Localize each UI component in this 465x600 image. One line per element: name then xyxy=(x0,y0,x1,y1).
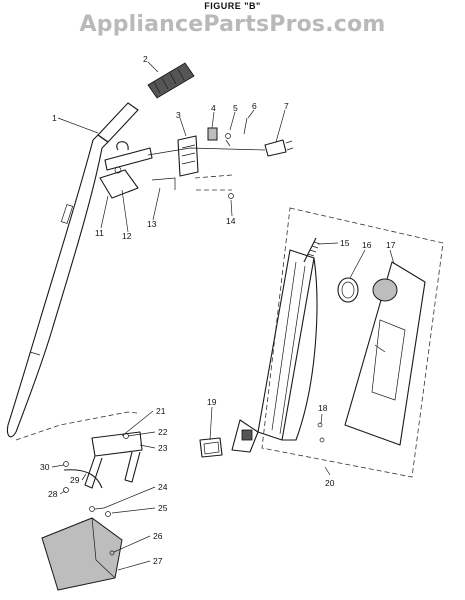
callout-2: 2 xyxy=(143,54,148,64)
screw-24 xyxy=(89,506,105,512)
callout-5: 5 xyxy=(233,103,238,113)
callout-14: 14 xyxy=(226,216,236,226)
cuff-19 xyxy=(199,437,223,458)
callout-18: 18 xyxy=(318,403,328,413)
callout-26: 26 xyxy=(153,531,163,541)
clip xyxy=(207,127,218,141)
pin-6 xyxy=(243,117,248,135)
callout-4: 4 xyxy=(211,103,216,113)
bag-assembly-outline xyxy=(261,207,444,478)
callout-20: 20 xyxy=(325,478,335,488)
callout-29: 29 xyxy=(70,475,80,485)
handle-bracket-23 xyxy=(84,431,143,489)
callout-25: 25 xyxy=(158,503,168,513)
screw-14 xyxy=(228,193,234,199)
callout-12: 12 xyxy=(122,231,132,241)
ring-16 xyxy=(337,277,359,303)
screw-5 xyxy=(225,133,231,147)
callout-19: 19 xyxy=(207,397,217,407)
bracket xyxy=(177,135,199,177)
callout-24: 24 xyxy=(158,482,168,492)
spring-15 xyxy=(303,237,321,263)
outer-bag xyxy=(231,249,318,453)
callout-6: 6 xyxy=(252,101,257,111)
wire-29 xyxy=(63,469,103,489)
screw-25 xyxy=(105,511,111,517)
callout-labels: 1 2 3 4 5 6 7 11 12 13 14 15 16 17 18 19… xyxy=(40,54,396,566)
callout-1: 1 xyxy=(52,113,57,123)
figure-title: FIGURE "B" xyxy=(204,1,261,11)
nozzle-cover-27 xyxy=(41,517,123,591)
handle-tube xyxy=(6,102,139,438)
inner-bag xyxy=(344,261,426,446)
cord-plug xyxy=(264,139,294,157)
lower-dashed-guide xyxy=(15,411,138,441)
screw-28 xyxy=(63,487,69,493)
callout-30: 30 xyxy=(40,462,50,472)
callout-28: 28 xyxy=(48,489,58,499)
callout-21: 21 xyxy=(156,406,166,416)
callout-15: 15 xyxy=(340,238,350,248)
callout-13: 13 xyxy=(147,219,157,229)
callout-11: 11 xyxy=(95,228,104,238)
callout-23: 23 xyxy=(158,443,168,453)
callout-16: 16 xyxy=(362,240,372,250)
callout-17: 17 xyxy=(386,240,396,250)
callout-3: 3 xyxy=(176,110,181,120)
callout-27: 27 xyxy=(153,556,163,566)
ring-inner xyxy=(341,281,355,299)
screw-26 xyxy=(109,550,115,556)
handle-grip xyxy=(147,62,195,99)
switch-assembly xyxy=(99,141,266,199)
callout-7: 7 xyxy=(284,101,289,111)
screws-18 xyxy=(317,422,325,443)
screw-30 xyxy=(63,461,69,467)
callout-22: 22 xyxy=(158,427,168,437)
leader-lines xyxy=(51,61,395,571)
